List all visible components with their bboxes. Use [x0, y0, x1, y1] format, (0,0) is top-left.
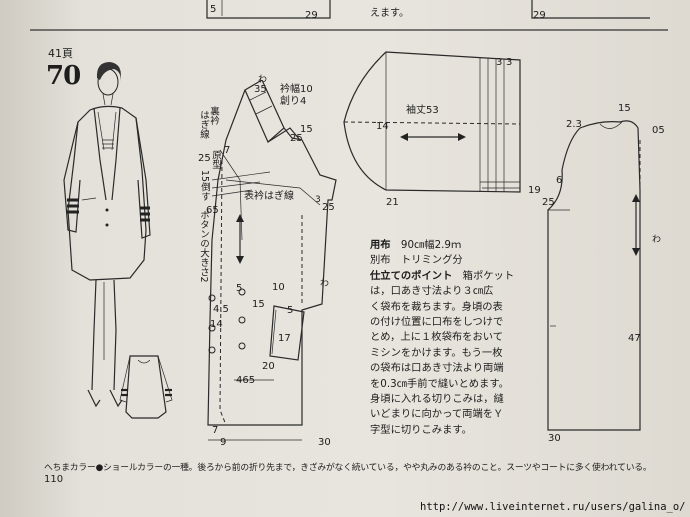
front-num-5b: 5 [287, 305, 294, 316]
back-wa-mark: わ [652, 235, 662, 245]
notes-line3: く袋布を裁ちます。身頃の表 [370, 300, 503, 313]
notes-fabric-row: 用布 90㎝幅2.9ｍ [370, 238, 538, 253]
back-num-25: 25 [542, 197, 555, 208]
front-num-15a: 15 [300, 124, 313, 135]
sleeve-num-19: 19 [528, 185, 541, 196]
front-num-15b: 15 [252, 299, 265, 310]
sleeve-num-3a: 3 [496, 57, 503, 68]
back-num-47: 47 [628, 333, 641, 344]
front-vert-seam: はぎ線 [197, 110, 209, 139]
front-num-14: 14 [210, 319, 223, 330]
notes-fabric-value: 90㎝幅2.9ｍ [400, 239, 462, 251]
footer-caption: へちまカラー●ショールカラーの一種。後ろから前の折り先まで，きざみがなく続いてい… [44, 463, 652, 473]
front-pattern-piece [207, 80, 337, 441]
sleeve-num-3b: 3 [506, 57, 513, 68]
notes-line4: の付け位置に口布をしつけで [370, 316, 504, 329]
notes-line11: 字型に切りこみます。 [370, 423, 472, 436]
front-num-3: 3 [315, 195, 321, 205]
back-num-6: 6 [556, 175, 563, 186]
sleeve-num-21: 21 [386, 197, 399, 208]
notes-line10: いどまりに向かって両端をＹ [370, 408, 504, 421]
notes-extra-row: 別布 トリミング分 [370, 253, 538, 268]
notes-extra-label: 別布 [370, 254, 391, 267]
page-reference: 41頁 [48, 47, 73, 60]
front-num-20: 20 [262, 361, 275, 372]
top-cut-29b: 29 [533, 10, 546, 21]
pattern-number: 70 [46, 61, 81, 91]
front-wa-mark: わ [258, 75, 268, 85]
back-num-05: 05 [652, 125, 665, 136]
back-pattern-piece [547, 120, 641, 431]
notes-line1: 箱ポケット [462, 269, 515, 282]
front-num-65: 65 [206, 205, 219, 216]
sewing-notes: 用布 90㎝幅2.9ｍ 別布 トリミング分 仕立てのポイント 箱ポケット は，口… [370, 238, 538, 438]
front-vert-15: 15倒す [198, 170, 210, 202]
front-num-35: 35 [254, 84, 267, 95]
back-num-23: 2.3 [566, 119, 582, 130]
fashion-illustration [63, 62, 173, 419]
front-num-5a: 5 [236, 283, 243, 294]
front-vert-button: ボタンの大きさ2 [197, 210, 209, 283]
front-num-7: 7 [224, 145, 231, 156]
front-num-7b: 7 [212, 425, 219, 436]
notes-line2: は，口あき寸法より３㎝広 [370, 285, 494, 298]
top-cut-5: 5 [210, 4, 217, 15]
front-num-45: 4.5 [213, 304, 229, 315]
notes-extra-value: トリミング分 [400, 254, 463, 267]
front-num-17: 17 [278, 333, 291, 344]
sleeve-length: 袖丈53 [406, 105, 439, 116]
back-num-30: 30 [548, 433, 561, 444]
front-num-25c: 25 [322, 202, 335, 213]
front-collar-note: 創り4 [280, 96, 307, 107]
front-num-465: 465 [236, 375, 256, 386]
top-cut-text: えます。 [370, 8, 409, 19]
back-num-15: 15 [618, 103, 631, 114]
front-num-25b: 25 [198, 153, 211, 164]
sleeve-num-14: 14 [376, 121, 389, 132]
front-wa-mark2: わ [320, 279, 330, 289]
front-vert-orig: 原型 [209, 150, 221, 169]
front-vert-back-collar: 裏衿 [207, 106, 219, 125]
front-num-30: 30 [318, 437, 331, 448]
front-num-9: 9 [220, 437, 227, 448]
notes-line5: とめ，上に１枚袋布をおいて [370, 331, 504, 344]
front-collar-width: 衿幅10 [280, 84, 313, 95]
notes-line8: を0.3㎝手前で縫いとめます。 [370, 377, 509, 390]
notes-points-row: 仕立てのポイント 箱ポケット [370, 269, 538, 284]
page-number: 110 [44, 474, 64, 485]
notes-fabric-label: 用布 [370, 239, 391, 251]
notes-line9: 身頃に入れる切りこみは，縫 [370, 393, 504, 406]
notes-line7: の袋布は口あき寸法より両端 [370, 362, 504, 375]
front-inner-collar-line: 表衿はぎ線 [244, 191, 294, 202]
front-num-10: 10 [272, 282, 285, 293]
notes-line6: ミシンをかけます。もう一枚 [370, 346, 503, 359]
notes-points-title: 仕立てのポイント [370, 269, 453, 282]
sleeve-pattern-piece [343, 51, 521, 193]
top-cut-29: 29 [305, 10, 318, 21]
top-remnant-lines [30, 0, 668, 31]
front-num-25a: 25 [290, 133, 303, 144]
watermark-url: http://www.liveinternet.ru/users/galina_… [420, 501, 686, 513]
